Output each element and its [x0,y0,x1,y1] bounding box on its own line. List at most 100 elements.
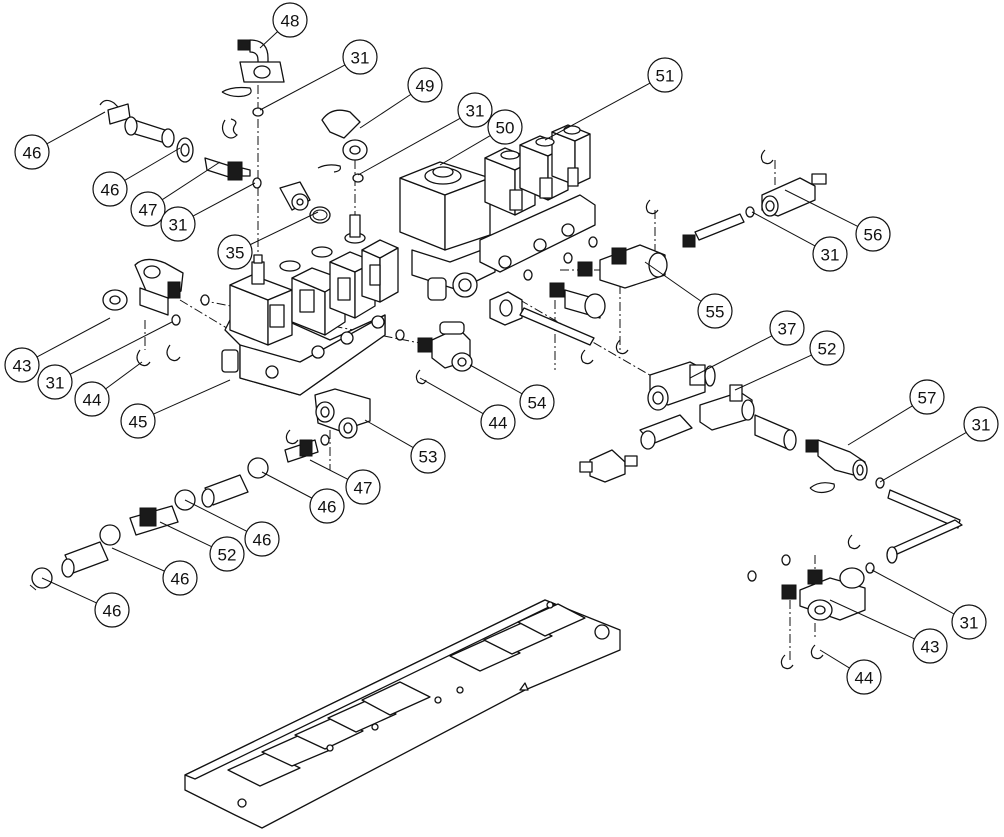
callout-circle [909,379,945,415]
callout-37-14: 37 [689,310,805,379]
elbow-fitting-48 [221,39,285,117]
callout-number: 47 [354,479,373,498]
callout-57-22: 57 [847,379,945,446]
callout-leader-line [124,147,181,181]
callout-circle [647,57,683,93]
tee-fitting-55 [523,236,668,319]
callout-number: 46 [253,531,272,550]
callout-number: 31 [466,102,485,121]
callout-31-9: 31 [160,182,256,242]
callout-number: 31 [46,374,65,393]
elbow-fitting-49 [317,109,368,183]
callout-46-30: 46 [41,577,130,628]
callout-circle [963,406,999,442]
callout-leader-line [469,364,523,395]
callout-circle [345,469,381,505]
callout-31-31: 31 [871,569,987,640]
callout-43-32: 43 [829,599,948,664]
callout-circle [457,92,493,128]
tee-connector-52-right [579,384,797,483]
callout-circle [846,659,882,695]
callout-circle [244,521,280,557]
callout-46-29: 46 [111,547,198,596]
callout-47-8: 47 [130,161,221,227]
callout-number: 46 [171,570,190,589]
callout-leader-line [69,321,173,375]
callout-number: 46 [318,498,337,517]
callout-leader-line [879,432,967,483]
hose-assembly-upper-left [99,99,331,224]
callout-52-15: 52 [734,330,845,391]
callout-leader-line [309,459,349,480]
callout-circle [92,171,128,207]
callout-number: 56 [864,226,883,245]
callout-circle [342,39,378,75]
callout-leader-line [359,93,412,129]
callout-leader-line [419,377,484,415]
callout-number: 54 [528,394,547,413]
callout-number: 51 [656,67,675,86]
callout-leader-line [644,261,702,302]
callout-leader-line [261,471,313,499]
barbed-connector-56 [645,149,827,248]
callout-circle [4,347,40,383]
callout-leader-line [192,182,256,217]
callout-55-13: 55 [644,261,733,329]
callout-number: 44 [489,414,508,433]
callout-leader-line [159,521,212,548]
callout-leader-line [184,499,248,532]
callout-47-25: 47 [309,459,381,505]
callout-leader-line [439,135,491,166]
callout-52-28: 52 [159,521,245,572]
callout-number: 46 [23,144,42,163]
callout-31-3: 31 [357,92,493,176]
callout-circle [951,604,987,640]
callout-49-2: 49 [359,67,443,129]
callout-number: 47 [139,201,158,220]
callout-number: 45 [129,413,148,432]
callout-44-18: 44 [74,361,143,417]
callout-circle [309,488,345,524]
callout-circle [519,384,555,420]
callout-number: 44 [855,669,874,688]
callout-number: 37 [778,320,797,339]
callout-circle [487,109,523,145]
callout-50-5: 50 [439,109,523,166]
callout-number: 31 [351,49,370,68]
callout-number: 57 [918,389,937,408]
callout-circle [120,403,156,439]
callout-number: 44 [83,391,102,410]
callout-leader-line [784,189,859,227]
callout-number: 49 [416,77,435,96]
callout-circle [14,134,50,170]
callout-circle [272,2,308,38]
callout-number: 52 [818,340,837,359]
callout-number: 52 [218,546,237,565]
callout-leader-line [871,569,955,615]
callout-56-11: 56 [784,189,891,252]
callout-leader-line [357,117,461,176]
callout-leader-line [111,547,165,572]
callout-leader-line [105,361,143,390]
base-mounting-plate [184,599,621,829]
callout-leader-line [250,211,319,246]
callout-leader-line [829,599,915,640]
callout-circle [697,293,733,329]
callout-leader-line [819,649,850,669]
callout-number: 31 [972,416,991,435]
callout-circle [769,310,805,346]
callout-circle [912,628,948,664]
callout-number: 53 [419,448,438,467]
solenoid-valve-block-right [399,124,596,346]
callout-leader-line [364,419,414,448]
callout-48-0: 48 [259,2,308,49]
callout-number: 46 [101,181,120,200]
callout-circle [410,438,446,474]
callout-circle [809,330,845,366]
connector-57 [805,439,963,564]
callout-number: 48 [281,12,300,31]
callout-number: 31 [821,246,840,265]
solenoid-valve-block-left [221,214,399,396]
callout-leader-line [847,405,913,446]
